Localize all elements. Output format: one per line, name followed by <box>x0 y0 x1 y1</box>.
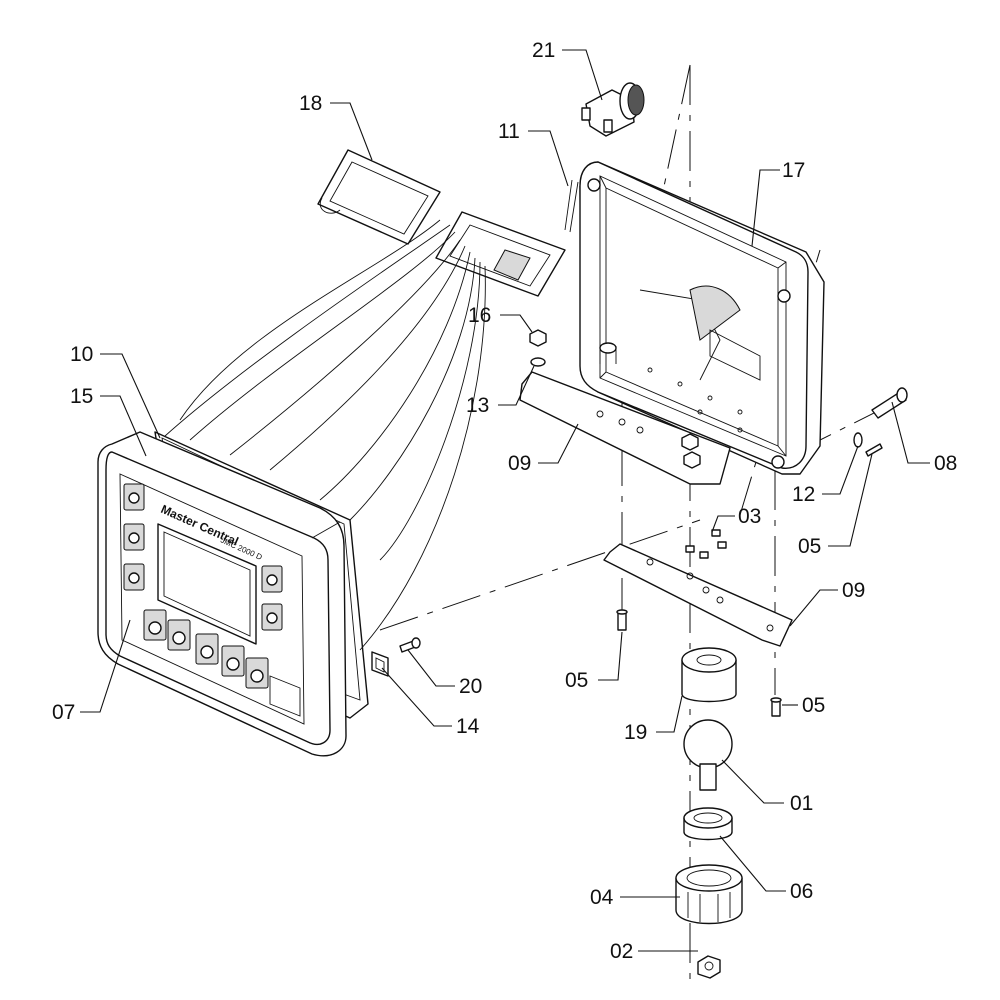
callout-17: 17 <box>782 159 805 182</box>
callout-09-lower: 09 <box>842 579 865 602</box>
callout-05-left: 05 <box>565 669 588 692</box>
part-09-upper-plate <box>519 371 731 485</box>
callout-01: 01 <box>790 792 813 815</box>
callout-06: 06 <box>790 880 813 903</box>
part-03-screws <box>685 529 727 559</box>
callout-04: 04 <box>590 886 614 909</box>
wiring-harness <box>164 219 486 651</box>
part-11-rod <box>564 179 579 233</box>
callout-10: 10 <box>70 343 93 366</box>
part-05-screw-left <box>616 609 628 631</box>
callout-20: 20 <box>459 675 482 698</box>
part-01-ball-stud <box>683 719 733 791</box>
part-05-screw-bottom <box>770 697 782 717</box>
part-13-washer <box>530 357 546 367</box>
cable-gland-plate <box>435 211 566 297</box>
callout-03: 03 <box>738 505 761 528</box>
part-16-nut <box>529 329 547 347</box>
callout-14: 14 <box>456 715 480 738</box>
callout-19: 19 <box>624 721 647 744</box>
callout-18: 18 <box>299 92 322 115</box>
part-09-lower-plate <box>603 543 793 647</box>
callout-09-upper: 09 <box>508 452 531 475</box>
callout-labels: 21 18 11 17 16 10 15 13 09 08 12 03 05 0… <box>52 39 957 963</box>
part-19-swivel-cap <box>681 647 737 703</box>
callout-08: 08 <box>934 452 957 475</box>
part-17-rear-housing <box>579 161 825 475</box>
part-21-connector <box>581 82 645 137</box>
part-04-nut-ring <box>675 864 743 925</box>
callout-07: 07 <box>52 701 75 724</box>
part-18-gasket <box>317 149 441 245</box>
callout-15: 15 <box>70 385 93 408</box>
part-05-screw-right <box>865 443 883 457</box>
callout-16: 16 <box>468 304 491 327</box>
callout-05-bottom: 05 <box>802 694 825 717</box>
leader-lines <box>80 49 930 952</box>
callout-02: 02 <box>610 940 633 963</box>
display-screen <box>157 523 257 645</box>
callout-13: 13 <box>466 394 489 417</box>
part-20-screw <box>399 637 421 653</box>
callout-12: 12 <box>792 483 815 506</box>
part-08-bolt <box>871 387 908 419</box>
part-12-washer <box>853 432 863 448</box>
callout-11: 11 <box>498 120 520 143</box>
part-06-ring <box>683 807 733 841</box>
part-02-hex-nut <box>697 955 721 979</box>
callout-05-right: 05 <box>798 535 821 558</box>
callout-21: 21 <box>532 39 555 62</box>
